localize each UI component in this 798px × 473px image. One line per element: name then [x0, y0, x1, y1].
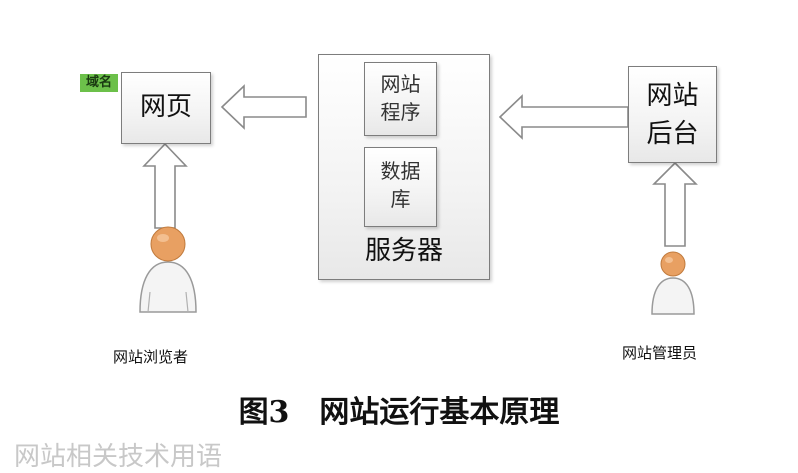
webpage-label: 网页 — [139, 92, 192, 122]
database-label-line1: 数据 — [380, 159, 421, 183]
backend-label-line1: 网站 — [646, 81, 699, 111]
arrow-admin-to-backend — [652, 161, 698, 247]
domain-tag: 域名 — [80, 74, 119, 92]
backend-label-line2: 后台 — [646, 119, 699, 149]
admin-label: 网站管理员 — [622, 344, 698, 362]
arrow-server-to-webpage — [220, 84, 307, 130]
program-box: 网站 程序 — [364, 62, 437, 136]
database-box: 数据 库 — [364, 147, 437, 227]
arrow-backend-to-server — [498, 94, 629, 140]
diagram-canvas — [139, 84, 698, 315]
program-label-line2: 程序 — [380, 100, 421, 124]
program-label-line1: 网站 — [380, 72, 421, 96]
backend-box: 网站 后台 — [628, 66, 717, 163]
server-label: 服务器 — [364, 236, 443, 266]
visitor-person-icon — [139, 226, 197, 313]
cut-off-text: 网站相关技术用语 — [14, 442, 223, 472]
arrow-visitor-to-webpage — [142, 142, 188, 229]
visitor-label: 网站浏览者 — [113, 348, 189, 366]
admin-person-icon — [651, 251, 695, 315]
figure-caption: 图3 网站运行基本原理 — [238, 395, 560, 430]
database-label-line2: 库 — [390, 187, 411, 211]
webpage-box — [121, 72, 211, 144]
